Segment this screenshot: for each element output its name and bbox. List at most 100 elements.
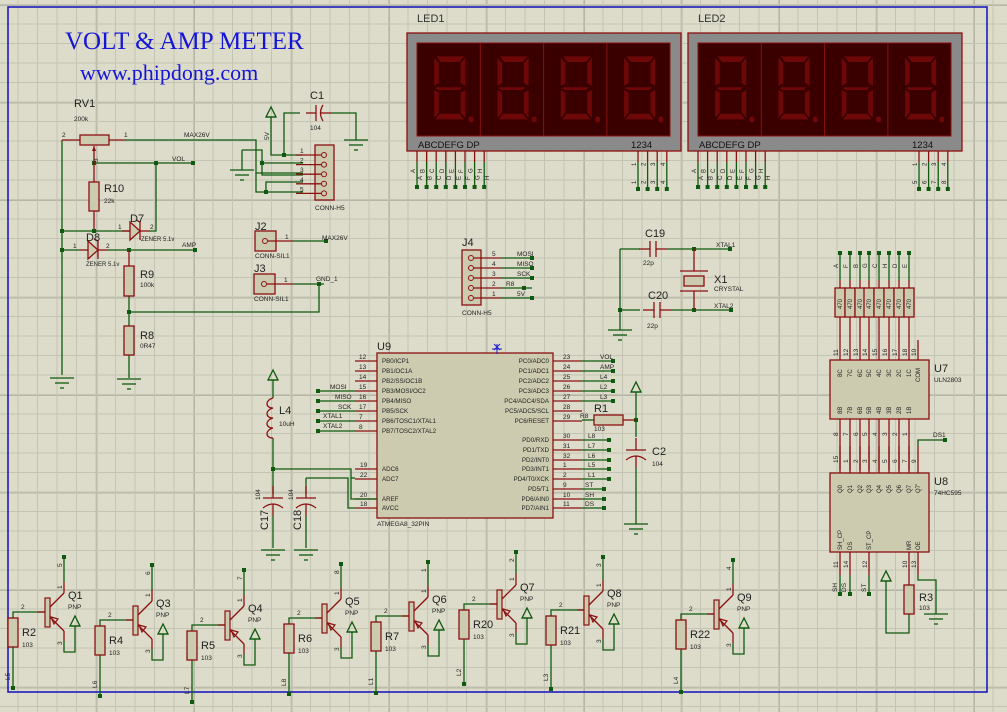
- junction-dot: [945, 187, 950, 191]
- crystal-body[interactable]: [683, 275, 705, 287]
- pin-name: PD2/INT0: [522, 457, 550, 464]
- display-ref: LED2: [698, 13, 726, 25]
- resistor-array-470[interactable]: 470: [893, 287, 905, 318]
- component-value: 22k: [104, 198, 115, 205]
- segment-dp: [658, 116, 664, 123]
- segment-dp: [876, 116, 882, 123]
- segment-f: [905, 57, 910, 86]
- connector-body[interactable]: [314, 144, 335, 201]
- component-value: PNP: [156, 612, 169, 619]
- component-value: 103: [298, 648, 309, 655]
- resistor-body[interactable]: [545, 615, 557, 646]
- junction-dot: [848, 251, 852, 255]
- collector-lead: [49, 592, 65, 608]
- segment-b: [741, 57, 747, 86]
- resistor-body[interactable]: [903, 287, 915, 318]
- resistor-body[interactable]: [593, 414, 624, 426]
- chip-body[interactable]: [376, 352, 554, 519]
- chip-body[interactable]: [829, 472, 930, 553]
- resistor-body[interactable]: [370, 621, 382, 652]
- pin-number: 3: [726, 643, 733, 647]
- pin-number: 14: [862, 348, 869, 356]
- pin-name: D: [721, 168, 727, 173]
- resistor-body[interactable]: [186, 630, 198, 661]
- power-arrow-icon: [520, 606, 534, 619]
- resistor-body[interactable]: [123, 265, 135, 297]
- wire-emitter: [243, 639, 256, 666]
- pin-name: 3C: [887, 369, 893, 377]
- connector-j1[interactable]: J112345CONN-H5: [296, 144, 345, 212]
- subtitle-text[interactable]: www.phipdong.com: [80, 60, 258, 85]
- resistor-array-470[interactable]: 470: [844, 287, 856, 318]
- resistor-body[interactable]: [7, 617, 19, 648]
- resistor-array-470[interactable]: 470: [883, 287, 895, 318]
- wire-base: [99, 619, 133, 626]
- pin-number: 1: [421, 589, 428, 593]
- resistor-array-470[interactable]: 470: [873, 287, 885, 318]
- pin-name: 7B: [848, 407, 854, 414]
- chip-body[interactable]: [829, 359, 930, 420]
- potentiometer-body[interactable]: [79, 134, 110, 146]
- net-label: E: [903, 264, 909, 268]
- wire-gnd1: [129, 283, 320, 313]
- wire-emitter: [602, 624, 615, 651]
- resistor-body[interactable]: [675, 619, 687, 650]
- net-label: L2: [456, 668, 463, 676]
- pin-name: 6C: [858, 369, 864, 377]
- resistor-array-470[interactable]: 470: [834, 287, 846, 318]
- resistor-array-470[interactable]: 470: [903, 287, 915, 318]
- microcontroller-u9[interactable]: U9ATMEGA8_32PIN12PB0/ICP113PB1/OC1A14PB2…: [261, 341, 648, 561]
- resistor-body[interactable]: [903, 584, 915, 615]
- pin-number: 11: [833, 561, 840, 568]
- resistor-body[interactable]: [283, 623, 295, 654]
- resistor-body[interactable]: [458, 609, 470, 640]
- resistor-body[interactable]: [94, 625, 106, 656]
- component-value: 0R47: [140, 343, 156, 350]
- resistor-body[interactable]: [123, 325, 135, 356]
- wire: [917, 439, 945, 446]
- junction-dot: [426, 560, 430, 564]
- net-label: MOSI: [330, 384, 347, 391]
- resistor-body[interactable]: [88, 181, 100, 212]
- pin-number: 2: [21, 604, 25, 611]
- resistor-array-470[interactable]: 470: [863, 287, 875, 318]
